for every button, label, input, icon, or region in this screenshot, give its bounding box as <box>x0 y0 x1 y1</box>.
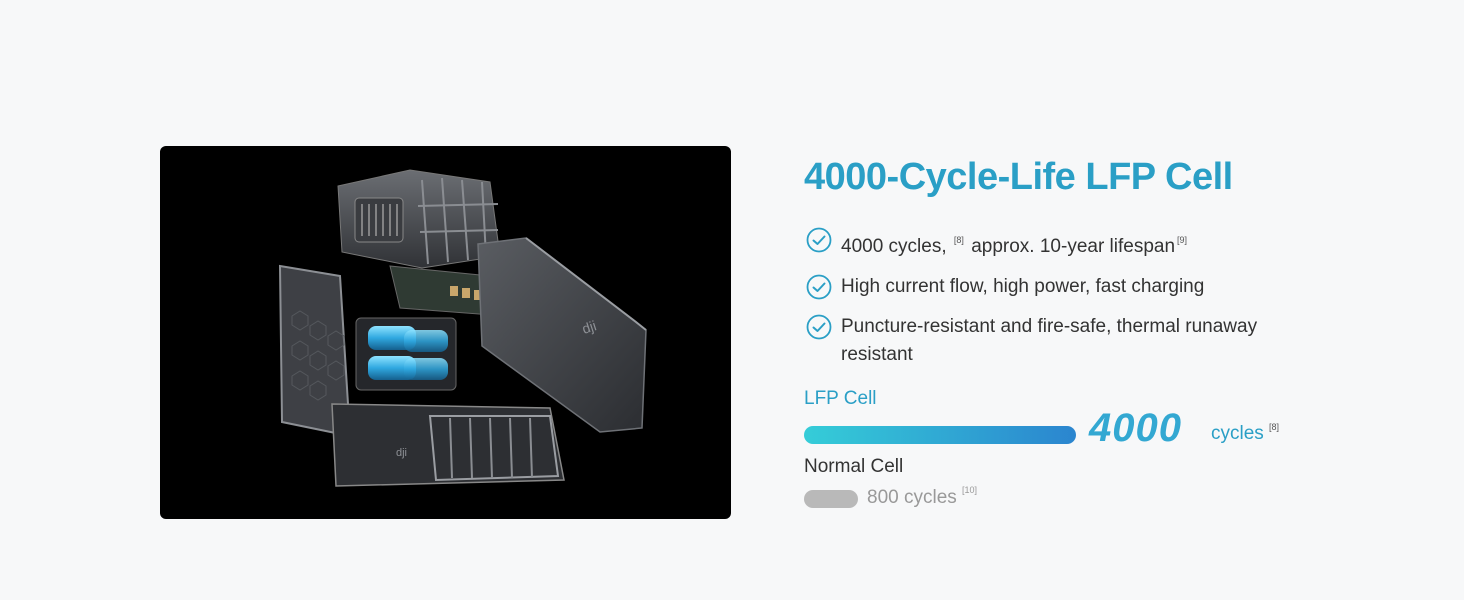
feature-text: Puncture-resistant and fire-safe, therma… <box>841 316 1258 365</box>
normal-cell-label: Normal Cell <box>804 456 904 477</box>
check-circle-icon <box>806 314 832 340</box>
feature-text: approx. 10-year lifespan <box>971 236 1176 257</box>
lfp-cycle-unit: cycles <box>1211 423 1264 444</box>
footnote-ref: [9] <box>1177 235 1188 245</box>
lfp-cell-label: LFP Cell <box>804 388 877 409</box>
headline: 4000-Cycle-Life LFP Cell <box>804 156 1233 198</box>
lfp-cycle-value: 4000 <box>1089 406 1182 450</box>
feature-item: 4000 cycles, [8] approx. 10-year lifespa… <box>806 226 1326 261</box>
svg-text:dji: dji <box>580 317 598 337</box>
feature-item: High current flow, high power, fast char… <box>806 273 1326 301</box>
normal-cycle-bar <box>804 490 858 508</box>
feature-text: High current flow, high power, fast char… <box>841 276 1205 297</box>
footnote-ref: [8] <box>953 235 964 245</box>
product-image: dji dji <box>160 146 731 519</box>
lfp-cycle-bar <box>804 426 1076 444</box>
footnote-ref: [10] <box>962 485 978 495</box>
check-circle-icon <box>806 227 832 253</box>
exploded-power-station-illustration: dji dji <box>278 169 647 487</box>
feature-list: 4000 cycles, [8] approx. 10-year lifespa… <box>806 226 1326 381</box>
check-circle-icon <box>806 274 832 300</box>
feature-item: Puncture-resistant and fire-safe, therma… <box>806 313 1326 369</box>
svg-text:dji: dji <box>396 447 407 459</box>
footnote-ref: [8] <box>1269 422 1280 432</box>
normal-cycle-value: 800 cycles <box>867 487 957 508</box>
feature-text: 4000 cycles, <box>841 236 947 257</box>
